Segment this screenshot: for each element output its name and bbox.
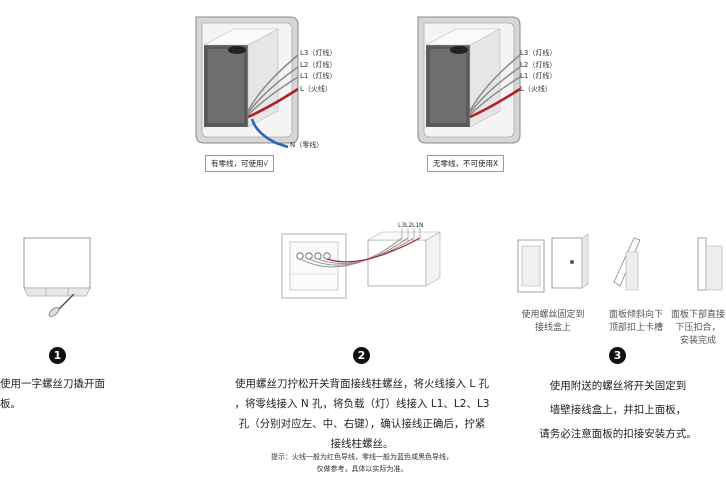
right-wire-label-l3: L3（灯线） [520,49,557,57]
right-diagram-caption: 无零线，不可使用X [427,155,505,172]
right-wire-label-l1: L1（灯线） [520,72,557,80]
step-number-1: 1 [49,347,66,364]
step2-line: 使用螺丝刀拧松开关背面接线柱螺丝，将火线接入 L 孔 [234,378,490,390]
switch-back-wiring [281,228,442,299]
step3-line: 使用附送的螺丝将开关固定到 [549,380,687,392]
step3-caption-3: 面板下部直接 下压扣合， 安装完成 [670,307,726,346]
switch-panel-with-screwdriver [23,237,91,317]
step2-tip: 提示：火线一般为红色导线，零线一般为蓝色或黑色导线， 仅做参考，具体以实际为准。 [240,451,484,475]
step2-terminal-label-n: N [419,222,424,229]
step-number-2: 2 [353,347,370,364]
step3-instruction: 使用附送的螺丝将开关固定到 墙壁接线盒上，并扣上面板， 请务必注意面板的扣接安装… [536,374,700,446]
right-wire-label-live: L（火线） [520,85,552,93]
step-number-3: 3 [609,347,626,364]
wall-box-illustration [417,16,521,144]
left-diagram-caption: 有零线，可使用√ [205,155,275,172]
step3-line: 墙壁接线盒上，并扣上面板， [549,404,687,416]
switch-mounted-on-box [517,233,589,293]
caption-line: 面板倾斜向下 [608,310,663,320]
step2-illustration [276,222,456,302]
caption-line: 下压扣合， [675,323,721,333]
wiring-diagram-with-neutral [190,15,330,165]
caption-line: 安装完成 [679,336,716,346]
step3-illustration-box [512,232,592,297]
step1-instruction: 使用一字螺丝刀撬开面板。 [0,374,125,414]
step2-line: 孔（分别对应左、中、右键），确认接线正确后，拧紧 [238,418,486,430]
panel-tilted-down [613,237,641,291]
tip-line: 提示：火线一般为红色导线，零线一般为蓝色或黑色导线， [271,453,453,461]
caption-line: 面板下部直接 [670,310,725,320]
step2-terminal-label-l3: L3 [398,222,406,229]
caption-line: 顶部扣上卡槽 [608,323,663,333]
right-wire-label-l2: L2（灯线） [520,61,557,69]
caption-line: 使用螺丝固定到 [521,310,585,320]
wiring-diagram-without-neutral [412,15,552,165]
step1-line: 使用一字螺丝刀撬开面板。 [0,378,105,410]
step1-illustration [18,230,108,320]
step2-terminal-label-l1: L1 [412,222,420,229]
wall-box-illustration [195,16,299,149]
left-wire-label-neutral: N（零线） [290,141,324,149]
step3-illustration-tilt [608,232,648,297]
step3-caption-2: 面板倾斜向下 顶部扣上卡槽 [601,307,671,333]
left-wire-label-live: L（火线） [300,85,332,93]
tip-line: 仅做参考，具体以实际为准。 [316,465,408,473]
step3-illustration-press [682,232,726,297]
left-wire-label-l1: L1（灯线） [300,72,337,80]
step2-terminal-label-l2: L2 [405,222,413,229]
step3-caption-1: 使用螺丝固定到 接线盒上 [518,307,588,333]
step2-line: ，将零线接入 N 孔，将负载（灯）线接入 L1、L2、L3 [234,398,490,410]
left-wire-label-l3: L3（灯线） [300,49,337,57]
step2-line: 接线柱螺丝。 [330,438,394,450]
left-wire-label-l2: L2（灯线） [300,61,337,69]
caption-line: 接线盒上 [534,323,571,333]
panel-pressed-closed [697,237,723,291]
step3-line: 请务必注意面板的扣接安装方式。 [539,428,697,440]
step2-instruction: 使用螺丝刀拧松开关背面接线柱螺丝，将火线接入 L 孔 ，将零线接入 N 孔，将负… [228,374,496,454]
